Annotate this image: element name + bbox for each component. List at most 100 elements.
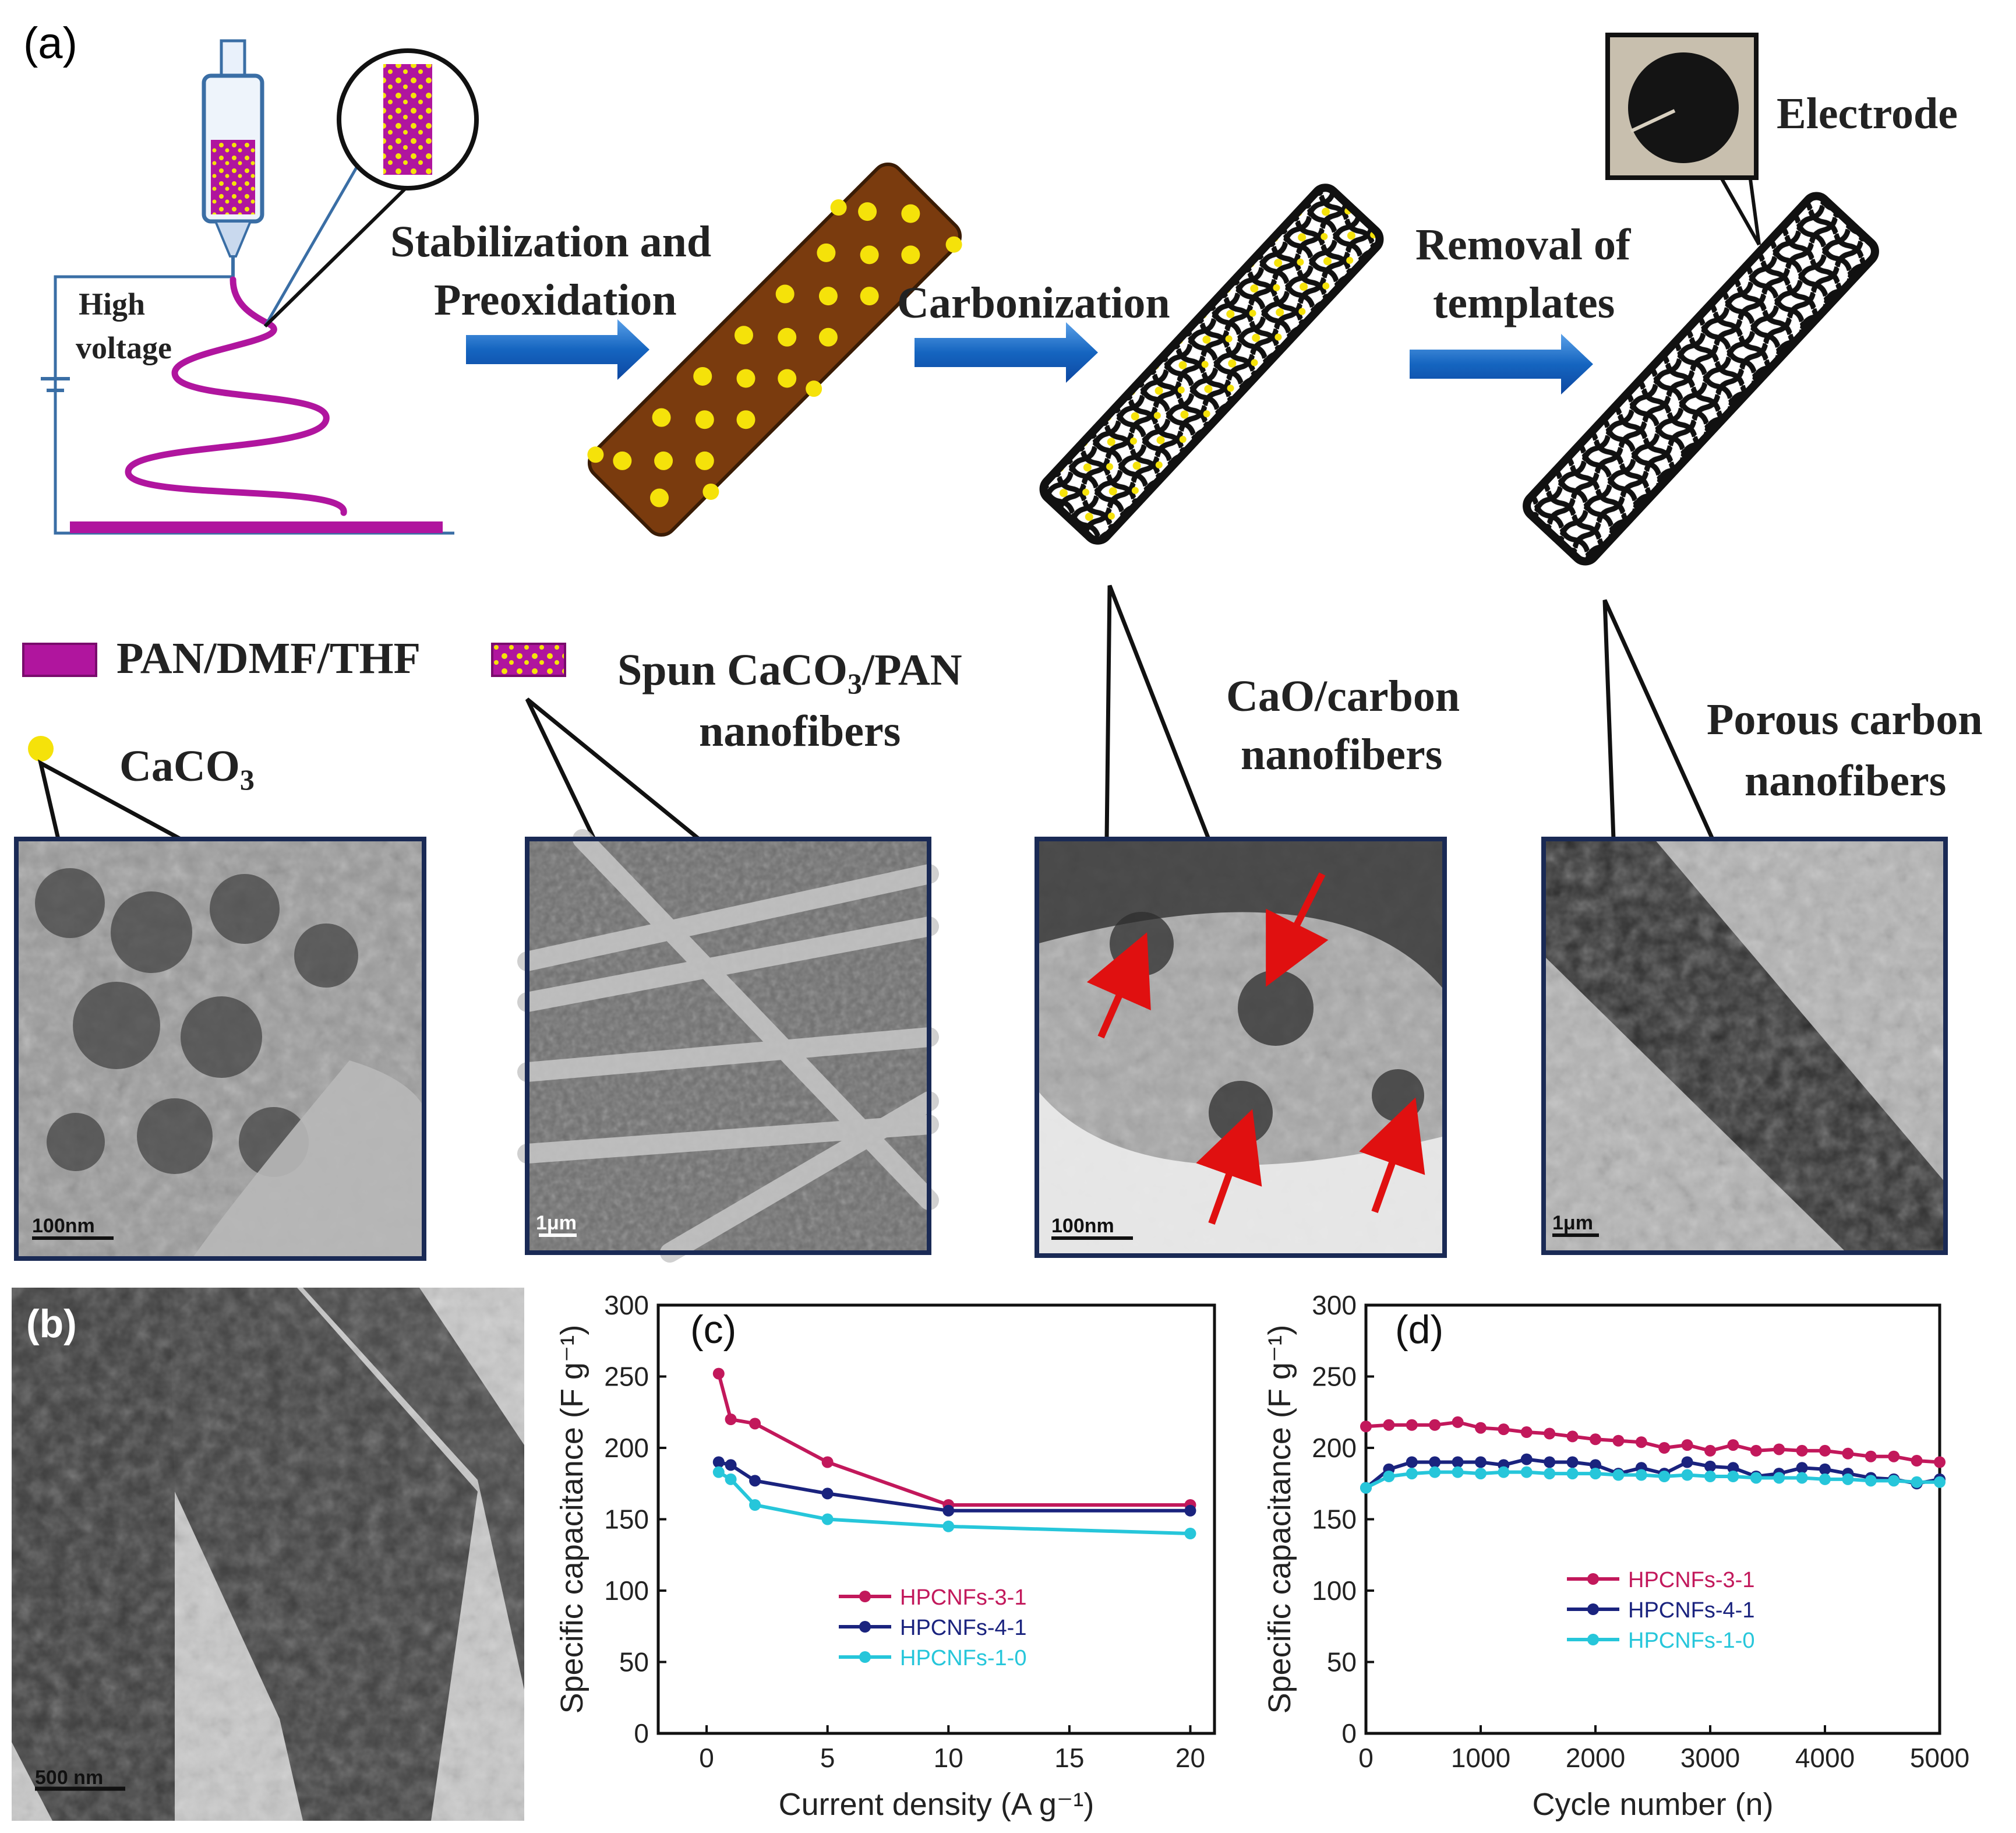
data-point <box>1429 1466 1441 1478</box>
data-point <box>1383 1419 1395 1431</box>
x-tick-label: 10 <box>934 1743 963 1773</box>
data-point <box>749 1499 761 1511</box>
data-point <box>1452 1466 1464 1478</box>
data-point <box>1612 1469 1625 1481</box>
x-tick-label: 2000 <box>1566 1743 1625 1773</box>
data-point <box>1750 1444 1762 1457</box>
x-tick-label: 0 <box>1358 1743 1374 1773</box>
caption-spun: Spun CaCO3/PAN <box>617 646 962 700</box>
data-point <box>1566 1468 1579 1480</box>
data-point <box>1590 1459 1601 1471</box>
legend-entry: HPCNFs-4-1 <box>900 1616 1026 1640</box>
panel-label-c: (c) <box>690 1307 736 1352</box>
y-tick-label: 50 <box>1327 1647 1357 1677</box>
legend-marker <box>859 1651 871 1663</box>
legend-marker <box>1587 1603 1599 1615</box>
data-point <box>1498 1423 1510 1436</box>
arrow-step1 <box>466 319 649 380</box>
data-point <box>1429 1456 1441 1468</box>
micrograph-porous-carbon <box>1541 837 1948 1255</box>
data-point <box>1704 1471 1716 1482</box>
x-tick-label: 5000 <box>1910 1743 1969 1773</box>
step3-line1: Removal of <box>1415 220 1632 269</box>
data-point <box>1819 1473 1831 1485</box>
data-point <box>1406 1456 1418 1468</box>
legend-entry: HPCNFs-4-1 <box>1628 1598 1754 1623</box>
y-tick-label: 50 <box>619 1647 649 1677</box>
scale-bar-4: 1μm <box>1552 1212 1593 1234</box>
scale-bar-3: 100nm <box>1051 1215 1114 1237</box>
data-point <box>725 1413 737 1425</box>
plot-area <box>656 1303 1216 1735</box>
caption-spun-line2: nanofibers <box>699 707 901 756</box>
data-point <box>712 1456 725 1468</box>
legend-solution-label: PAN/DMF/THF <box>116 634 421 683</box>
data-point <box>1566 1430 1579 1443</box>
data-point <box>1681 1469 1693 1481</box>
y-axis-label: Specific capacitance (F g⁻¹) <box>1262 1325 1297 1714</box>
data-point <box>1796 1472 1808 1484</box>
data-point <box>1888 1450 1900 1462</box>
y-tick-label: 300 <box>1312 1290 1357 1320</box>
series-line-HPCNFs-3-1 <box>716 1373 1191 1507</box>
x-tick-label: 3000 <box>1680 1743 1740 1773</box>
data-point <box>725 1459 737 1471</box>
data-point <box>1911 1455 1923 1467</box>
x-tick-label: 15 <box>1054 1743 1084 1773</box>
caption-cao-line2: nanofibers <box>1241 730 1442 779</box>
data-point <box>1773 1443 1785 1455</box>
data-point <box>821 1487 834 1500</box>
data-point <box>1819 1463 1831 1475</box>
data-point <box>1727 1471 1739 1482</box>
data-point <box>1681 1456 1693 1468</box>
data-point <box>1590 1433 1601 1446</box>
data-point <box>1658 1442 1671 1454</box>
data-point <box>1796 1462 1808 1474</box>
data-point <box>1704 1444 1716 1457</box>
data-point <box>1429 1419 1441 1431</box>
data-point <box>1475 1468 1487 1480</box>
data-point <box>1934 1456 1946 1468</box>
y-tick-label: 200 <box>604 1433 649 1463</box>
legend-caco3-label: CaCO3 <box>119 742 255 796</box>
data-point <box>1452 1456 1464 1468</box>
legend-entry: HPCNFs-3-1 <box>900 1585 1026 1610</box>
data-point <box>1888 1475 1900 1487</box>
y-tick-label: 250 <box>1312 1362 1357 1392</box>
legend-solution <box>22 643 97 677</box>
y-tick-label: 150 <box>1312 1504 1357 1535</box>
data-point <box>1842 1473 1854 1485</box>
legend-entry: HPCNFs-1-0 <box>900 1646 1026 1670</box>
data-point <box>1184 1528 1196 1539</box>
x-tick-label: 0 <box>699 1743 714 1773</box>
data-point <box>1520 1426 1533 1439</box>
electrode-inset <box>1605 33 1761 246</box>
legend-marker <box>1587 1573 1599 1585</box>
x-tick-label: 4000 <box>1795 1743 1855 1773</box>
carbonized-fiber <box>1039 184 1384 545</box>
data-point <box>1658 1471 1671 1482</box>
data-point <box>1383 1471 1395 1482</box>
data-point <box>1590 1468 1601 1480</box>
data-point <box>712 1466 725 1478</box>
panel-label-d: (d) <box>1395 1307 1443 1352</box>
data-point <box>1681 1439 1693 1451</box>
y-tick-label: 100 <box>604 1575 649 1606</box>
panel-label-a: (a) <box>23 19 77 68</box>
data-point <box>1520 1466 1533 1478</box>
legend-entry: HPCNFs-3-1 <box>1628 1568 1754 1592</box>
plot-area <box>1364 1303 1941 1735</box>
high-voltage-line1: High <box>79 287 145 322</box>
data-point <box>821 1513 834 1525</box>
data-point <box>942 1504 955 1517</box>
data-point <box>725 1473 737 1485</box>
data-point <box>1911 1476 1923 1488</box>
callout-lines <box>37 584 1715 841</box>
data-point <box>1773 1472 1785 1484</box>
data-point <box>942 1520 955 1532</box>
data-point <box>1360 1482 1372 1494</box>
legend-caco3-dot <box>28 736 54 762</box>
red-arrows <box>1086 872 1425 1225</box>
data-point <box>1750 1472 1762 1484</box>
